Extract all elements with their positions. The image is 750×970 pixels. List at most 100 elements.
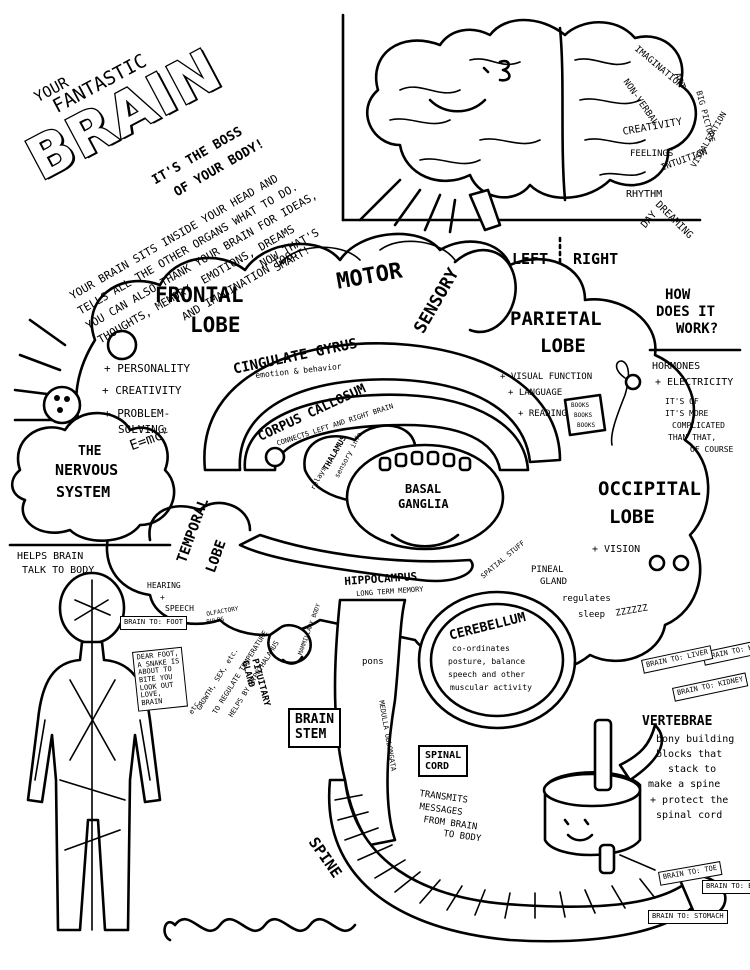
snake-body — [173, 917, 357, 933]
swirl-circle — [264, 446, 286, 468]
parietal-title-1: PARIETAL — [510, 308, 602, 330]
pituitary-smile — [281, 655, 304, 665]
parietal-eyeball — [624, 373, 642, 391]
brain-folds-left — [389, 58, 541, 165]
pineal-desc-2: sleep — [578, 610, 606, 620]
pons-label: pons — [362, 657, 384, 667]
right-label: RIGHT — [573, 250, 619, 268]
sensory-lobe-outline — [453, 248, 517, 334]
occipital-eyeball-2 — [672, 554, 690, 572]
spinal-cord-box: SPINAL CORD — [418, 745, 469, 777]
vertebrae-desc-2: blocks that — [656, 749, 723, 760]
brain-stem-line-2: STEM — [295, 726, 327, 742]
brain-stem-box: BRAIN STEM — [288, 708, 342, 748]
human-figure — [26, 571, 162, 932]
brain-midline — [558, 26, 567, 202]
parietal-item-reading: + READING — [518, 409, 567, 419]
pineal-title-1: PINEAL — [531, 565, 564, 575]
occipital-eyeball-1 — [648, 554, 666, 572]
word-feelings: FEELINGS — [630, 149, 674, 159]
vertebra-cord — [593, 718, 613, 792]
corpus-callosum-arch — [243, 393, 530, 472]
figure-nerves — [34, 579, 151, 931]
cerebellum-ring — [429, 602, 565, 718]
vertebra-wing — [618, 723, 664, 782]
parietal-item-language: + LANGUAGE — [508, 388, 563, 398]
occipital-title-1: OCCIPITAL — [598, 478, 701, 500]
cerebellum-desc-1: co-ordinates — [452, 644, 510, 653]
basal-ganglia-teeth — [378, 450, 472, 472]
pituitary-gland-shape — [267, 623, 312, 665]
occipital-item: + VISION — [592, 544, 641, 555]
temporal-item-3: SPEECH — [165, 604, 194, 613]
frontal-item-creativity: + CREATIVITY — [102, 384, 182, 397]
how-aside-5: OF COURSE — [690, 445, 734, 454]
paint-palette — [42, 385, 82, 425]
basal-line-1: BASAL — [405, 482, 442, 496]
spine-drawing — [327, 598, 727, 943]
letter-line-7: BRAIN — [141, 697, 163, 708]
nervous-system-cloud — [11, 411, 176, 542]
frontal-title-2: LOBE — [190, 313, 241, 337]
occipital-title-2: LOBE — [609, 506, 655, 528]
vertebra-face — [563, 818, 594, 842]
brain-eyes — [482, 59, 511, 82]
cingulate-arch — [203, 342, 562, 472]
hemisphere-brain-drawing — [366, 18, 698, 284]
how-aside-2: IT'S MORE — [665, 409, 709, 418]
how-aside-3: COMPLICATED — [672, 421, 725, 430]
spine-segments — [334, 794, 656, 919]
vertebrae-desc-4: make a spine — [648, 779, 721, 790]
frontal-rays — [13, 318, 67, 452]
temporal-item-2: + — [160, 593, 165, 602]
frontal-item-problem: + PROBLEM- — [104, 407, 171, 420]
note-brain-to-ear: BRAIN TO: EAR — [702, 880, 750, 894]
vertebrae-desc-3: stack to — [668, 764, 717, 775]
books-label-2: BOOKS — [574, 412, 593, 419]
how-line-2: DOES IT — [656, 304, 716, 320]
temporal-item-1: HEARING — [147, 581, 181, 590]
cerebellum-desc-3: speech and other — [448, 670, 526, 679]
frontal-item-personality: + PERSONALITY — [104, 362, 191, 375]
how-aside-4: THAN THAT, — [668, 433, 717, 442]
how-answer-2: + ELECTRICITY — [655, 377, 734, 388]
pineal-desc-1: regulates — [562, 594, 611, 604]
basal-ganglia-smile — [390, 533, 460, 548]
cerebellum-drawing — [417, 590, 577, 730]
nervous-desc-2: TALK TO BODY — [22, 565, 95, 576]
brain-stem-shape — [333, 598, 407, 847]
vertebrae-desc-6: spinal cord — [656, 810, 723, 821]
parietal-title-2: LOBE — [540, 335, 586, 357]
vertebra-arrow — [619, 854, 656, 871]
snake-head — [163, 921, 177, 942]
nervous-line-1: THE — [78, 444, 102, 459]
books-label-3: BOOKS — [577, 422, 596, 429]
vertebra-top — [542, 772, 642, 808]
how-line-3: WORK? — [676, 321, 719, 337]
frontal-bulb-doodle — [106, 329, 138, 361]
word-rhythm: RHYTHM — [626, 189, 663, 200]
cerebellum-outer — [417, 590, 577, 730]
brain-folds-right — [574, 58, 646, 176]
nervous-desc-1: HELPS BRAIN — [17, 551, 84, 562]
cerebellum-desc-2: posture, balance — [448, 657, 526, 666]
motor-bumps — [279, 240, 456, 266]
pineal-title-2: GLAND — [540, 577, 568, 587]
temporal-lobe-outline — [148, 501, 252, 542]
cerebellum-desc-4: muscular activity — [450, 683, 532, 692]
note-brain-to-foot: BRAIN TO: FOOT — [120, 616, 188, 630]
vertebra-drawing — [542, 718, 664, 875]
how-aside-1: IT'S OF — [665, 397, 699, 406]
figure-body — [26, 640, 162, 932]
nervous-line-2: NERVOUS — [55, 461, 119, 479]
spinal-cord-line-1: SPINAL — [425, 750, 462, 761]
brain-smile — [428, 98, 487, 113]
vertebrae-desc-1: bony building — [656, 734, 735, 745]
spinal-cord-line-2: CORD — [425, 761, 450, 772]
books-doodle — [563, 393, 607, 437]
how-answer-1: HORMONES — [652, 361, 701, 372]
how-line-1: HOW — [665, 287, 691, 303]
vertebrae-desc-5: + protect the — [650, 795, 729, 806]
